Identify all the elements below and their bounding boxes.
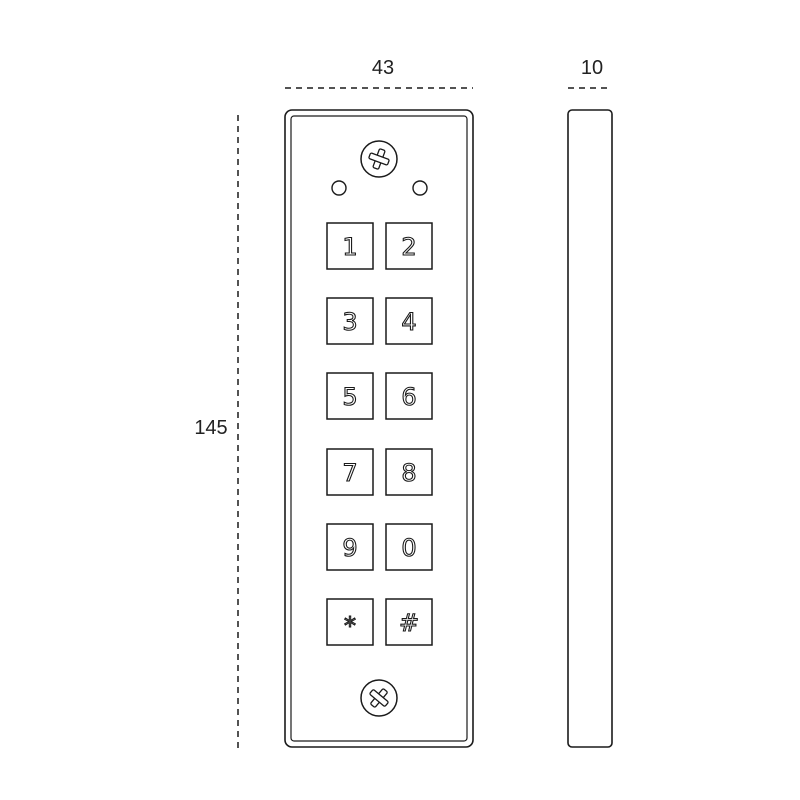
key-label: 6 bbox=[401, 383, 416, 411]
key-button[interactable]: 1 bbox=[326, 222, 374, 270]
key-label: 0 bbox=[401, 534, 416, 562]
key-label: 3 bbox=[342, 308, 357, 336]
key-button[interactable]: 4 bbox=[385, 297, 433, 345]
key-label: 1 bbox=[342, 233, 357, 261]
key-button[interactable]: 6 bbox=[385, 372, 433, 420]
side-view bbox=[567, 109, 613, 748]
width-dimension-label: 43 bbox=[372, 57, 394, 79]
key-button[interactable]: 5 bbox=[326, 372, 374, 420]
key-label: 5 bbox=[342, 383, 357, 411]
front-panel-inner bbox=[290, 115, 468, 742]
key-button[interactable]: 0 bbox=[385, 523, 433, 571]
depth-dimension: 10 bbox=[568, 57, 612, 89]
key-label: 2 bbox=[401, 233, 416, 261]
led-indicator-icon bbox=[331, 180, 347, 196]
keypad-grid: 1 2 3 4 5 6 bbox=[326, 222, 433, 646]
key-label: 8 bbox=[401, 459, 416, 487]
key-label: 4 bbox=[401, 308, 416, 336]
screw-icon bbox=[360, 140, 398, 178]
height-dimension-label: 145 bbox=[194, 417, 227, 439]
front-panel-outer bbox=[284, 109, 474, 748]
key-button[interactable]: * bbox=[326, 598, 374, 646]
side-panel bbox=[567, 109, 613, 748]
key-label: 7 bbox=[342, 459, 357, 487]
key-label: # bbox=[399, 609, 419, 637]
key-button[interactable]: 2 bbox=[385, 222, 433, 270]
led-indicator-icon bbox=[412, 180, 428, 196]
key-label: * bbox=[344, 612, 356, 640]
key-button[interactable]: 3 bbox=[326, 297, 374, 345]
depth-dimension-label: 10 bbox=[581, 57, 603, 79]
key-button[interactable]: 9 bbox=[326, 523, 374, 571]
key-button[interactable]: # bbox=[385, 598, 433, 646]
key-button[interactable]: 8 bbox=[385, 448, 433, 496]
front-view: 1 2 3 4 5 6 bbox=[284, 109, 474, 748]
screw-icon bbox=[360, 679, 398, 717]
key-label: 9 bbox=[342, 534, 357, 562]
key-button[interactable]: 7 bbox=[326, 448, 374, 496]
width-dimension: 43 bbox=[285, 57, 473, 89]
height-dimension: 145 bbox=[194, 115, 239, 748]
